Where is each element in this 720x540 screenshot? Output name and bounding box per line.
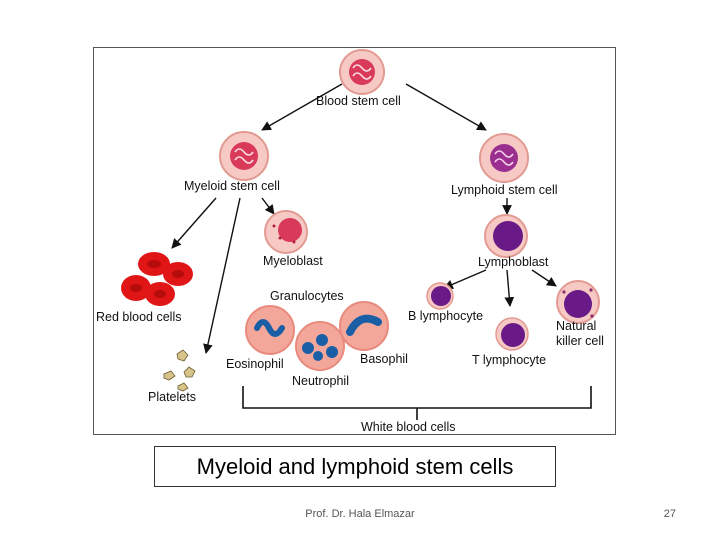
white-blood-cells-bracket (242, 386, 592, 420)
red-blood-cells-label: Red blood cells (96, 310, 181, 324)
arrows (171, 83, 557, 354)
lymphoblast-label: Lymphoblast (478, 255, 549, 269)
red-blood-cells-icon (121, 252, 193, 306)
page-number: 27 (663, 508, 676, 520)
basophil-label: Basophil (360, 352, 408, 366)
arrow-stem-to-lymphoid (405, 83, 487, 131)
arrow-lymphoblast-to-t (504, 269, 515, 307)
b-lymphocyte-icon (426, 282, 454, 310)
myeloid-stem-cell-icon (219, 131, 269, 181)
platelets-label: Platelets (148, 390, 196, 404)
natural-killer-cell-icon (556, 280, 600, 324)
lymphoid-stem-cell-icon (479, 133, 529, 183)
basophil-icon (339, 301, 389, 351)
lymphoblast-icon (484, 214, 528, 258)
slide-caption: Myeloid and lymphoid stem cells (154, 446, 556, 487)
white-blood-cells-label: White blood cells (361, 420, 456, 434)
eosinophil-icon (245, 305, 295, 355)
t-lymphocyte-label: T lymphocyte (472, 353, 546, 367)
diagram-canvas: Blood stem cell Myeloid stem cell Lympho… (96, 49, 604, 434)
eosinophil-label: Eosinophil (226, 357, 284, 371)
arrow-lymphoblast-to-b (443, 269, 487, 290)
arrow-lymphoblast-to-nk (531, 269, 557, 287)
lymphoid-stem-cell-label: Lymphoid stem cell (451, 183, 558, 197)
myeloblast-label: Myeloblast (263, 254, 323, 268)
arrow-myeloid-to-platelets (203, 197, 241, 354)
t-lymphocyte-icon (495, 317, 529, 351)
natural-killer-label-line2: killer cell (556, 334, 604, 348)
arrow-myeloid-to-myeloblast (261, 197, 275, 215)
granulocytes-label: Granulocytes (270, 289, 344, 303)
neutrophil-icon (295, 321, 345, 371)
arrow-myeloid-to-rbc (171, 197, 217, 249)
neutrophil-label: Neutrophil (292, 374, 349, 388)
blood-stem-cell-icon (339, 49, 385, 95)
myeloid-stem-cell-label: Myeloid stem cell (184, 179, 280, 193)
arrow-stem-to-myeloid (261, 83, 343, 131)
blood-stem-cell-label: Blood stem cell (316, 94, 401, 108)
myeloblast-icon (264, 210, 308, 254)
footer-author: Prof. Dr. Hala Elmazar (305, 508, 415, 520)
platelets-icon (163, 349, 196, 392)
natural-killer-label-line1: Natural (556, 319, 596, 333)
hematopoiesis-diagram: Blood stem cell Myeloid stem cell Lympho… (93, 47, 616, 435)
b-lymphocyte-label: B lymphocyte (408, 309, 483, 323)
